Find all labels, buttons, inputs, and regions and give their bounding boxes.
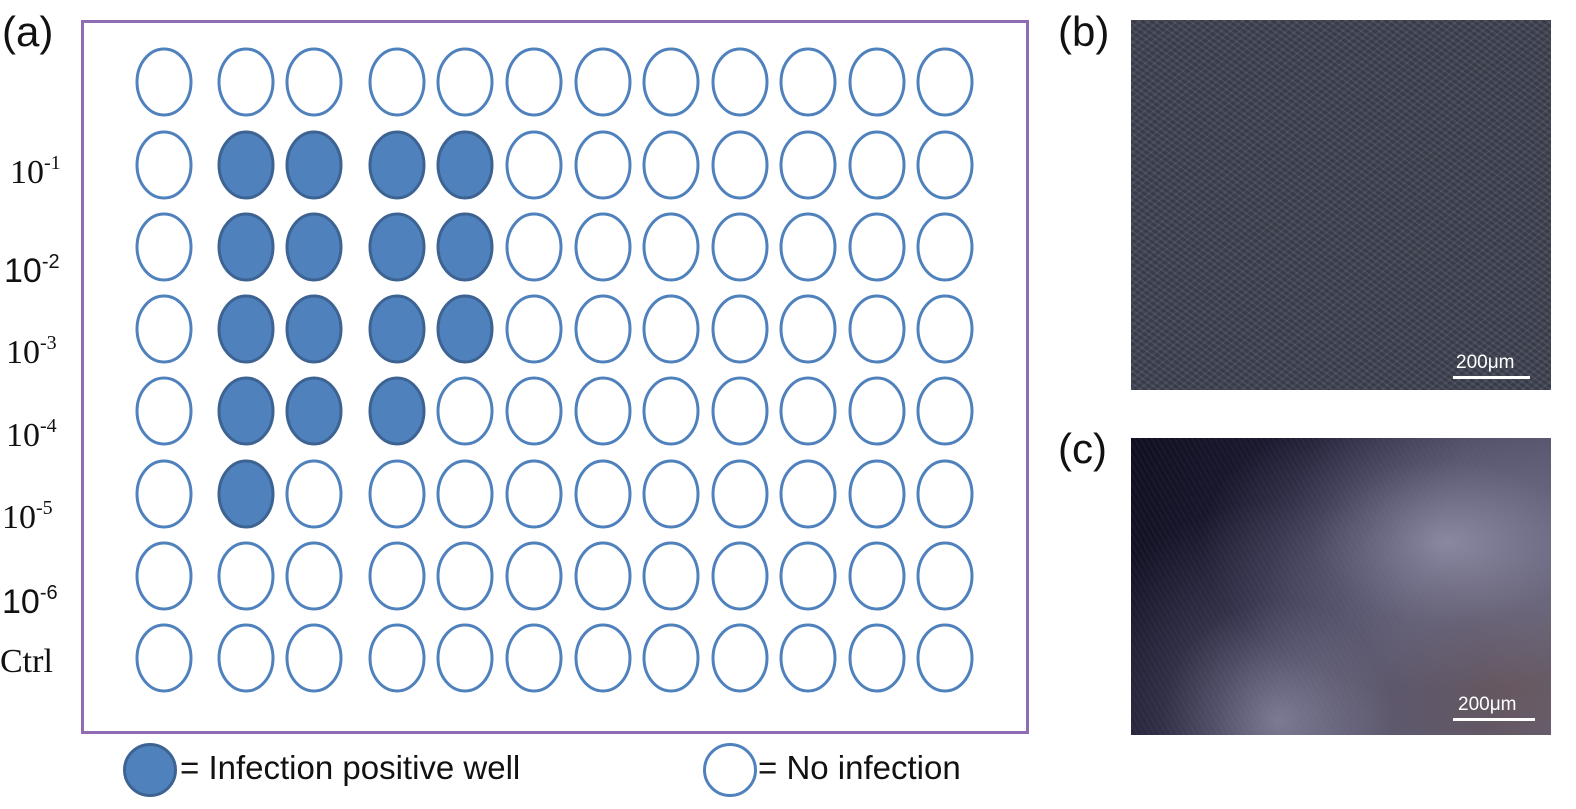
micrograph-b: 200μm [1131,20,1551,390]
legend-negative-label: = No infection [758,749,961,786]
panel-label-b: (b) [1058,8,1110,55]
panel-label-c: (c) [1058,425,1107,472]
row-label-5: 10-5 [2,497,53,536]
row-label-ctrl: Ctrl [0,643,53,680]
legend-negative-well [703,743,757,797]
legend-positive-label: = Infection positive well [180,749,521,786]
row-label-3: 10-3 [6,332,57,371]
row-label-4: 10-4 [6,415,57,454]
row-label-2: 10-2 [4,251,60,290]
row-label-6: 10-6 [2,582,58,621]
scale-label-b: 200μm [1456,352,1515,373]
row-label-1: 10-1 [10,152,61,191]
scale-bar-b [1453,376,1530,379]
micrograph-c: 200μm [1131,438,1551,735]
scale-bar-c [1453,718,1535,721]
scale-label-c: 200μm [1458,694,1517,715]
legend-positive-well [123,743,177,797]
panel-label-a: (a) [2,8,54,55]
well-plate-frame [81,20,1029,734]
